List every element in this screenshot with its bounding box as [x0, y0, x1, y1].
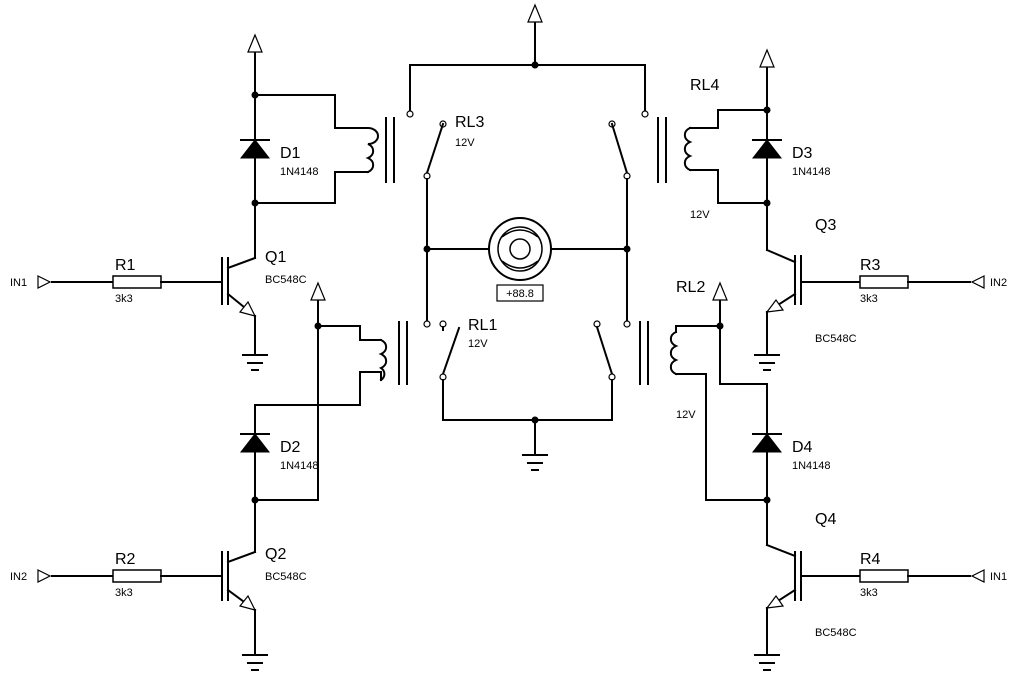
right-top-stage — [657, 48, 985, 371]
left-top-stage — [37, 33, 395, 371]
resistor-r2-body — [112, 569, 162, 583]
d2-ref: D2 — [280, 439, 301, 456]
diode-d2-symbol — [239, 433, 271, 453]
relay-rl4-coil — [683, 126, 693, 172]
d4-part: 1N4148 — [792, 460, 831, 472]
rl3-ref: RL3 — [455, 114, 484, 131]
input-label-left-top: IN1 — [10, 277, 27, 289]
input-label-left-bottom: IN2 — [10, 571, 27, 583]
labels: IN1 IN2 IN2 IN1 R1 3k3 R2 3k3 R3 3k3 R4 … — [10, 77, 1007, 639]
d3-part: 1N4148 — [792, 166, 831, 178]
rl2-voltage: 12V — [676, 409, 696, 421]
r3-ref: R3 — [860, 257, 881, 274]
left-bottom-stage — [37, 281, 408, 671]
q3-part: BC548C — [815, 333, 857, 345]
diode-d1-symbol — [239, 139, 271, 159]
resistor-r4-body — [859, 569, 909, 583]
resistor-r3-body — [859, 275, 909, 289]
r2-value: 3k3 — [115, 587, 133, 599]
d1-ref: D1 — [280, 145, 301, 162]
rl4-voltage: 12V — [690, 209, 710, 221]
relay-rl3-coil — [365, 126, 379, 174]
top-supply-bus — [406, 3, 649, 118]
right-bottom-stage — [639, 281, 985, 671]
q2-ref: Q2 — [265, 546, 286, 563]
relay-rl2-coil — [669, 330, 679, 376]
d3-ref: D3 — [792, 145, 813, 162]
r1-ref: R1 — [115, 257, 136, 274]
q4-part: BC548C — [815, 627, 857, 639]
rl1-ref: RL1 — [468, 317, 497, 334]
relay-rl1-coil — [378, 338, 388, 382]
q4-ref: Q4 — [815, 511, 836, 528]
motor-readout: +88.8 — [506, 288, 534, 300]
diode-d4-symbol — [751, 433, 783, 453]
q1-ref: Q1 — [265, 249, 286, 266]
rl4-ref: RL4 — [690, 77, 719, 94]
h-bridge-contacts — [423, 120, 631, 471]
q2-part: BC548C — [265, 571, 307, 583]
q3-ref: Q3 — [815, 217, 836, 234]
r4-ref: R4 — [860, 551, 881, 568]
diode-d3-symbol — [751, 139, 783, 159]
q1-part: BC548C — [265, 274, 307, 286]
input-label-right-bottom: IN1 — [990, 571, 1007, 583]
r3-value: 3k3 — [860, 293, 878, 305]
r1-value: 3k3 — [115, 293, 133, 305]
motor: +88.8 — [488, 217, 552, 302]
rl3-voltage: 12V — [455, 137, 475, 149]
r4-value: 3k3 — [860, 587, 878, 599]
r2-ref: R2 — [115, 551, 136, 568]
resistor-r1-body — [112, 275, 162, 289]
d1-part: 1N4148 — [280, 166, 319, 178]
rl1-voltage: 12V — [468, 338, 488, 350]
input-label-right-top: IN2 — [990, 277, 1007, 289]
d2-part: 1N4148 — [280, 460, 319, 472]
d4-ref: D4 — [792, 439, 813, 456]
rl2-ref: RL2 — [676, 279, 705, 296]
motor-readout-box — [496, 284, 544, 302]
